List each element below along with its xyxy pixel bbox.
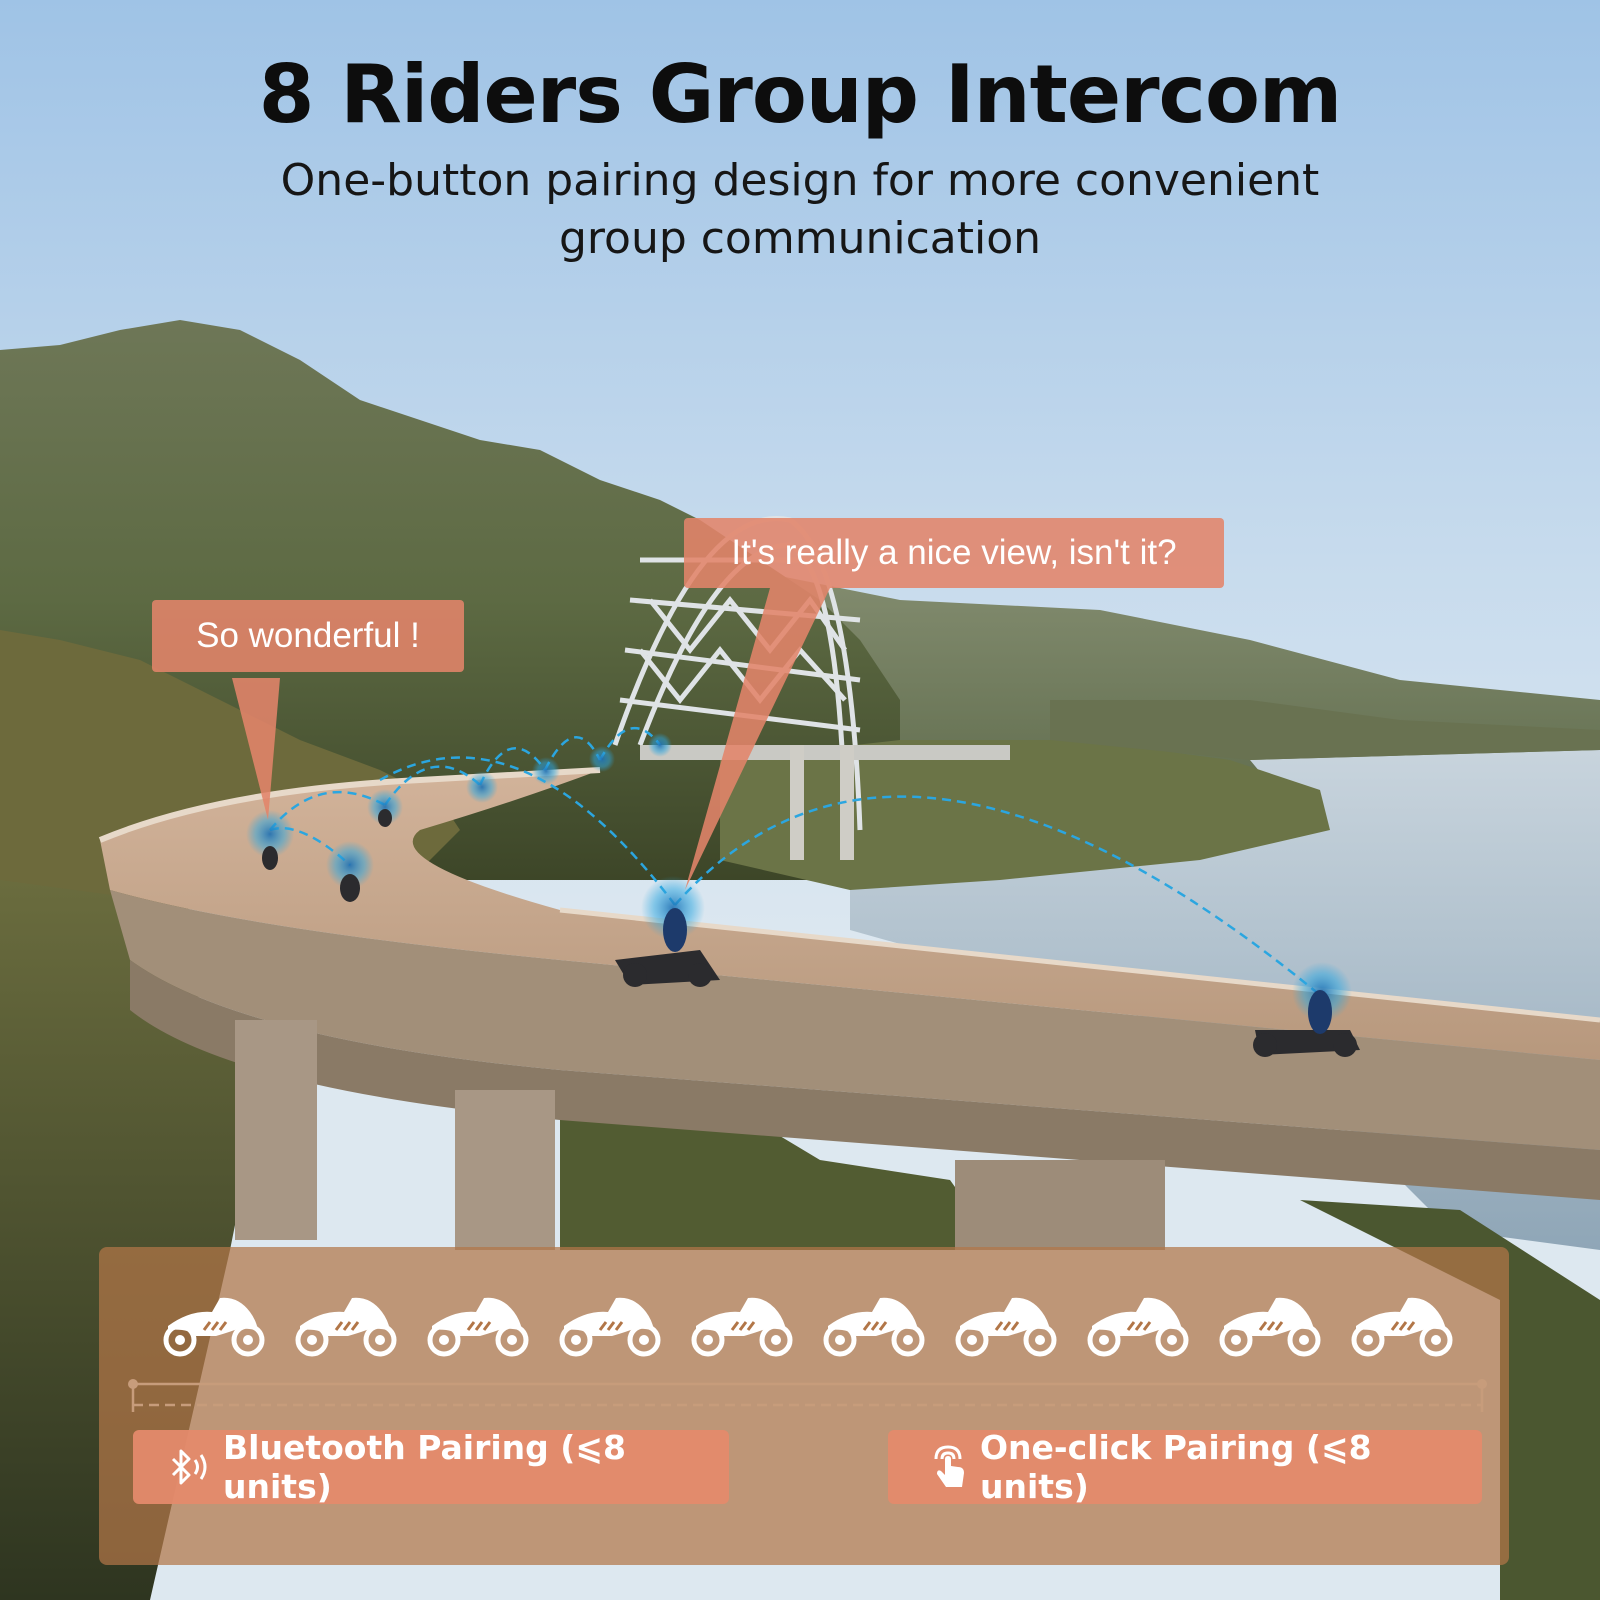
speech-bubble-right: It's really a nice view, isn't it? [684,518,1224,588]
oneclick-pairing-badge: One-click Pairing (⩽8 units) [888,1428,1482,1506]
motorcycle-icon [823,1297,925,1357]
page-title: 8 Riders Group Intercom [258,48,1343,141]
bluetooth-icon [171,1449,207,1485]
speech-bubble-left: So wonderful ! [152,600,464,672]
motorcycle-icon [427,1297,529,1357]
pairing-panel [99,1247,1509,1565]
motorcycle-icon [163,1297,265,1357]
bluetooth-pairing-label: Bluetooth Pairing (⩽8 units) [223,1428,626,1506]
motorcycle-icon [559,1297,661,1357]
motorcycle-icon [1087,1297,1189,1357]
motorcycle-icon [691,1297,793,1357]
motorcycle-icon [1351,1297,1453,1357]
motorcycle-icon [295,1297,397,1357]
tap-hand-icon [934,1445,964,1487]
oneclick-pairing-label: One-click Pairing (⩽8 units) [980,1428,1372,1506]
bluetooth-pairing-badge: Bluetooth Pairing (⩽8 units) [133,1428,729,1506]
motorcycle-icon [1219,1297,1321,1357]
page-subtitle: One-button pairing design for more conve… [280,155,1320,264]
motorcycle-icon [955,1297,1057,1357]
